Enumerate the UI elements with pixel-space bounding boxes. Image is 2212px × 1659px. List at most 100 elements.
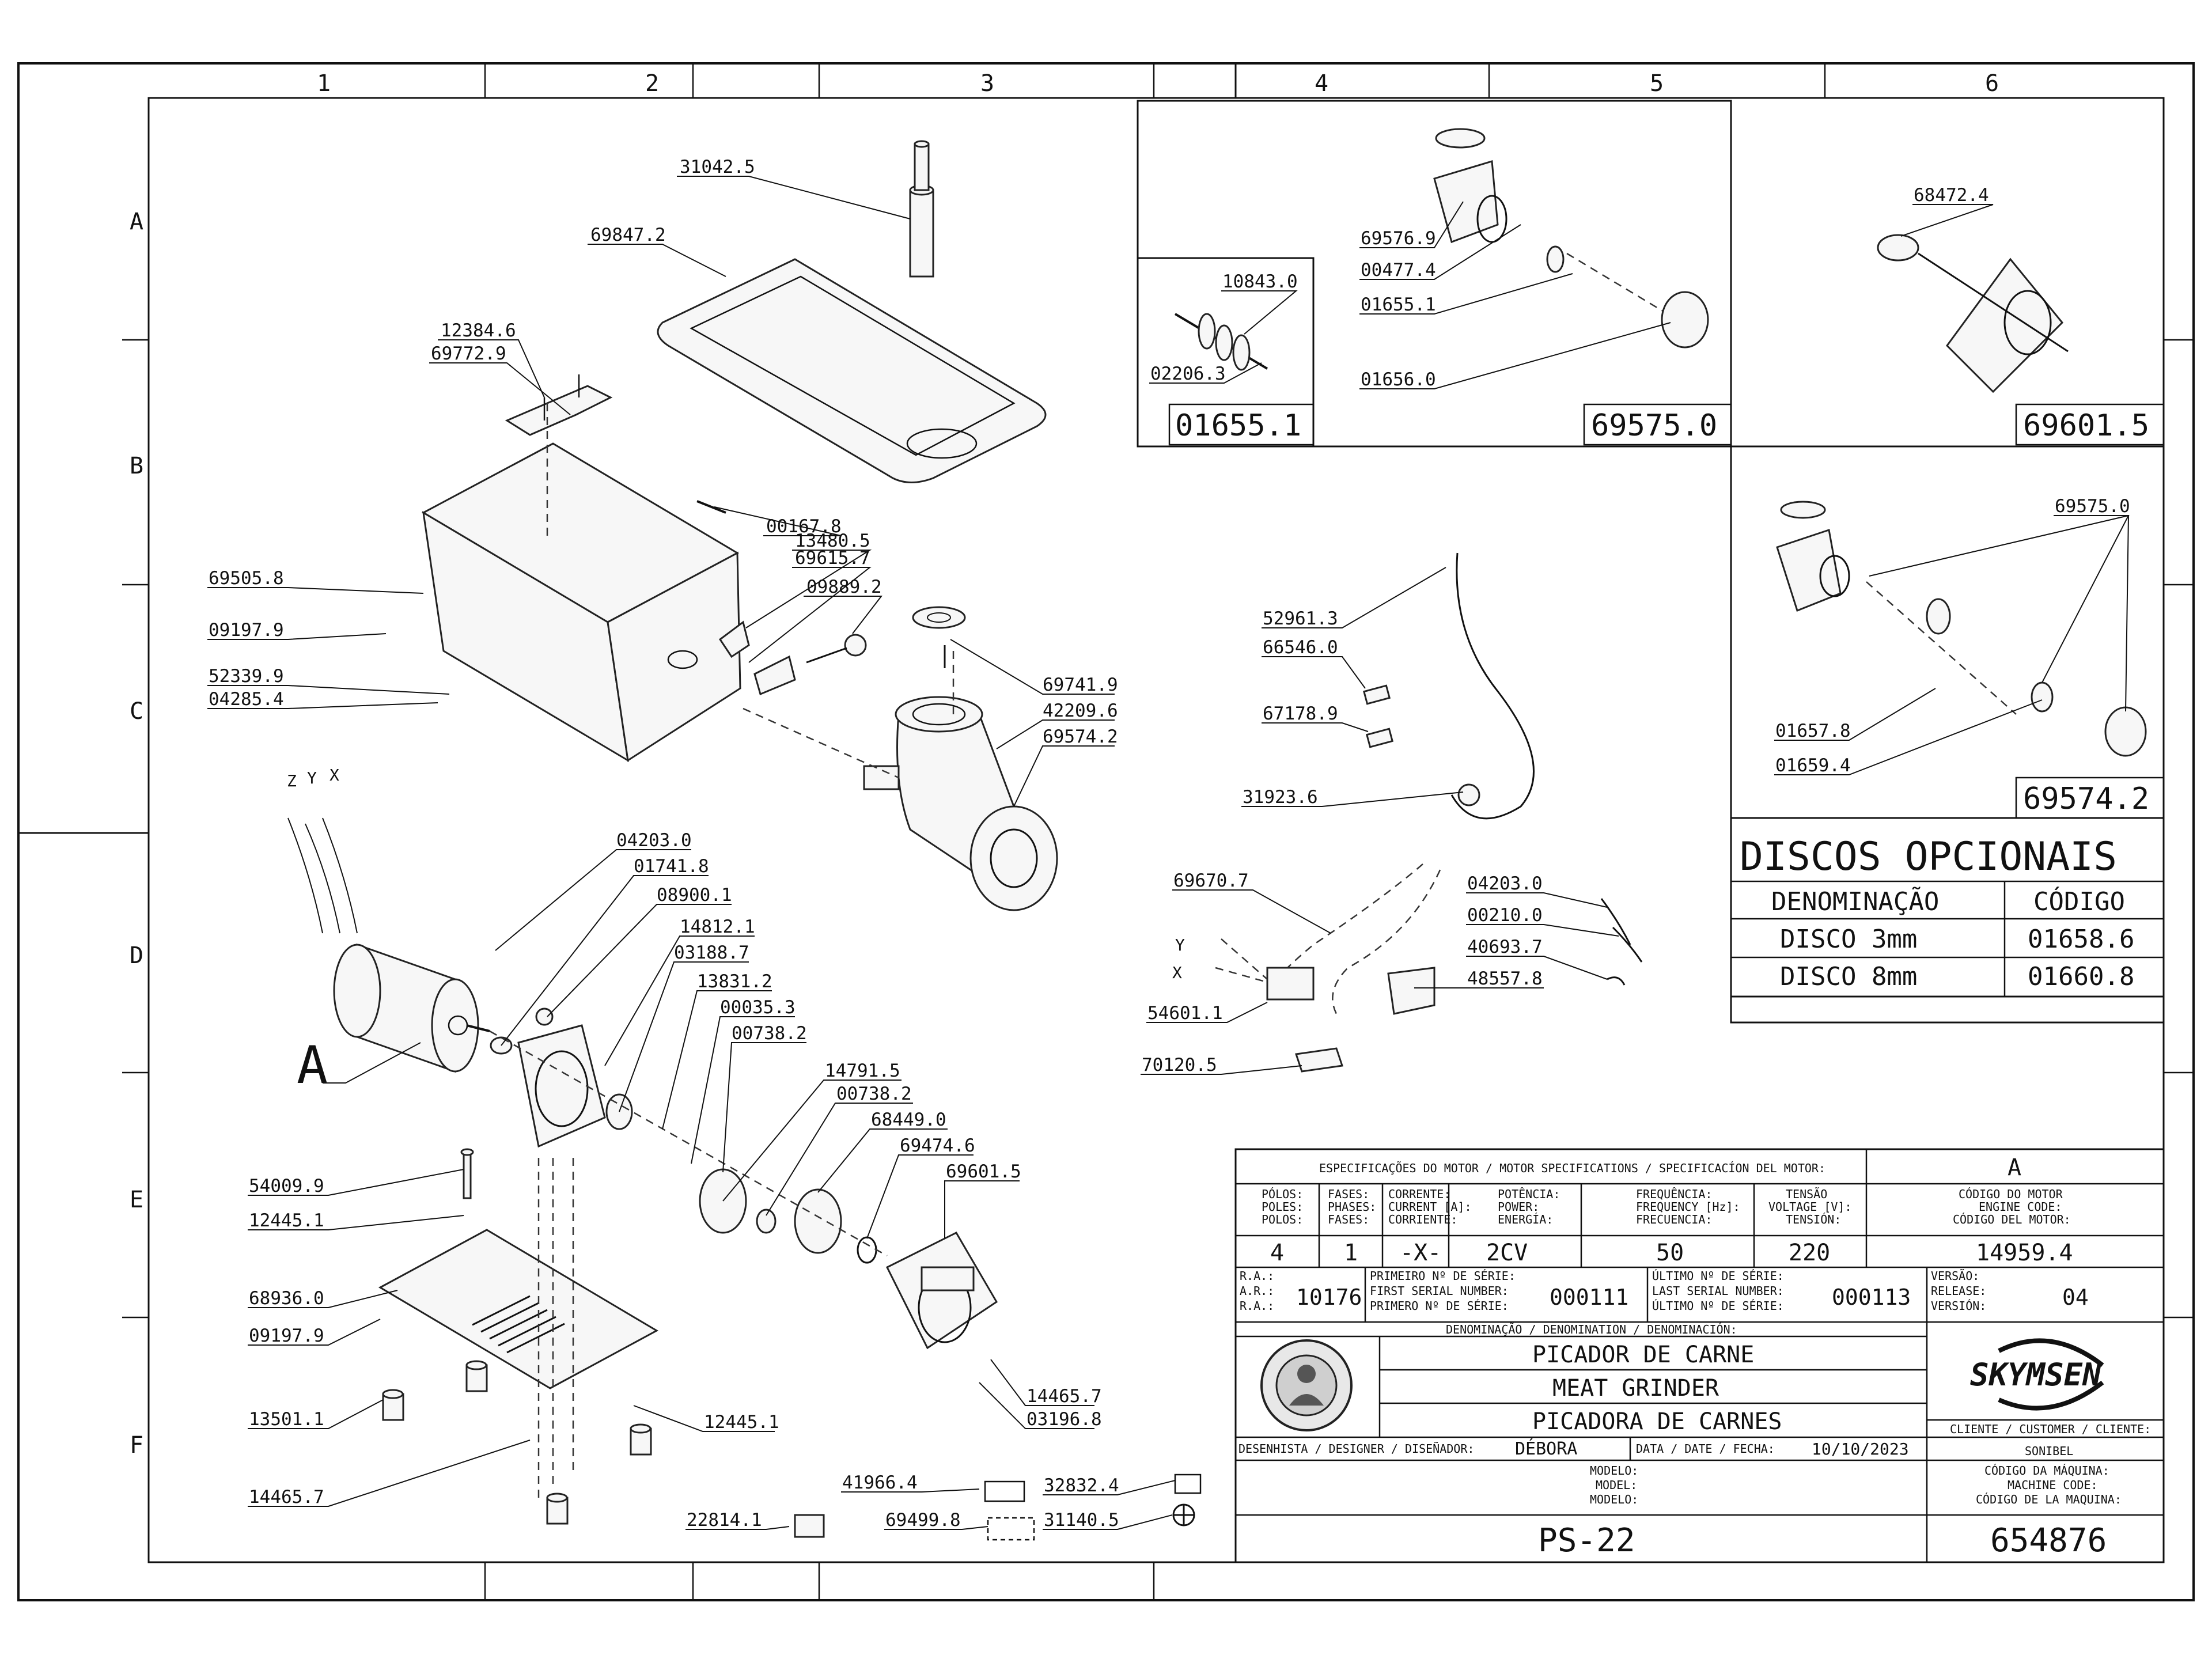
grid-row-f: F [130,1432,143,1459]
callout-label: 68449.0 [871,1109,946,1130]
last-serial: 000113 [1832,1285,1911,1310]
product-name-es: PICADORA DE CARNES [1532,1408,1782,1435]
grid-row-a: A [130,209,143,235]
last-serial-label: ÚLTIMO Nº DE SÉRIE: [1652,1269,1784,1283]
callout-label: 00167.8 [766,516,842,537]
ra-value: 10176 [1296,1285,1362,1310]
callout-label: 70120.5 [1142,1055,1217,1075]
discs-title: DISCOS OPCIONAIS [1740,834,2117,880]
spec-header: POWER: [1498,1200,1539,1214]
discs-col-code: CÓDIGO [2033,886,2125,916]
spec-title: ESPECIFICAÇÕES DO MOTOR / MOTOR SPECIFIC… [1319,1161,1825,1175]
switch-parts [718,620,867,696]
callout-label: 13501.1 [249,1409,324,1430]
callout-label: 00738.2 [836,1084,912,1104]
grid-row-e: E [130,1187,143,1213]
spec-header: CORRENTE: [1388,1187,1450,1201]
callout-label: 00738.2 [732,1023,807,1044]
callout-label: 09889.2 [806,577,882,597]
spec-header: FASES: [1328,1213,1369,1226]
service-seal-logo [1260,1339,1353,1431]
subassembly-code: 69574.2 [2023,782,2149,816]
callout-label: 69670.7 [1173,870,1249,891]
grid-col-5: 5 [1650,70,1664,97]
callout-label: 31042.5 [680,157,755,177]
callout-label: 69601.5 [946,1161,1021,1182]
first-serial-label: PRIMERO Nº DE SÉRIE: [1370,1299,1509,1313]
sheet-frame: 1 2 3 4 5 6 A B C D E F [17,62,2195,1601]
product-name-pt: PICADOR DE CARNE [1532,1342,1754,1368]
wire-label-y: Y [307,768,317,787]
machine-code-value: 654876 [1990,1522,2107,1559]
callout-label: 14791.5 [825,1060,900,1081]
callout-label: 69576.9 [1361,228,1436,249]
title-block: ESPECIFICAÇÕES DO MOTOR / MOTOR SPECIFIC… [1234,1148,2165,1563]
spec-value: 2CV [1486,1240,1528,1266]
serial-labels: R.A.: A.R.: R.A.: PRIMEIRO Nº DE SÉRIE: … [1240,1269,1986,1313]
spec-header: TENSÃO [1786,1187,1827,1201]
callout-label: 00035.3 [720,997,796,1018]
grid-col-6: 6 [1985,70,1999,97]
callout-label: 04203.0 [1467,873,1543,894]
spec-value: 4 [1270,1240,1284,1266]
gearbox-frame-part [490,1007,606,1148]
first-serial-label: FIRST SERIAL NUMBER: [1370,1284,1509,1298]
callout-label: 12445.1 [249,1210,324,1231]
callout-label: 69847.2 [590,225,666,245]
callout-label: 09197.9 [209,620,284,641]
model-label: MODELO: [1590,1464,1638,1478]
denomination-label: DENOMINAÇÃO / DENOMINATION / DENOMINACIÓ… [1446,1323,1737,1336]
spec-header: CÓDIGO DEL MOTOR: [1953,1213,2071,1226]
model-label: MODELO: [1590,1493,1638,1506]
disc-name: DISCO 3mm [1780,925,1917,954]
callout-label: 69499.8 [885,1510,961,1531]
callout-label: 31140.5 [1044,1510,1119,1531]
callout-label: 22814.1 [687,1510,762,1531]
machine-code-label: MACHINE CODE: [2008,1478,2098,1492]
wire-label-x2: X [1172,963,1182,982]
model-label: MODEL: [1596,1478,1637,1492]
grid-row-c: C [130,698,143,725]
disc-name: DISCO 8mm [1780,962,1917,991]
callout-label: 00477.4 [1361,260,1436,281]
callout-label: 67178.9 [1263,703,1338,724]
tray-part [657,258,1047,483]
callout-label: 00210.0 [1467,905,1543,926]
ra-label: R.A.: [1240,1269,1274,1283]
spec-header: VOLTAGE [V]: [1768,1200,1852,1214]
spec-code: A [2008,1154,2021,1181]
version-label: VERSÃO: [1931,1269,1979,1283]
callout-label: 68472.4 [1914,185,1989,206]
callout-label: 01741.8 [634,856,709,877]
grid-col-1: 1 [317,70,331,97]
spec-header: CÓDIGO DO MOTOR [1959,1187,2063,1201]
callout-label: 01655.1 [1361,294,1436,315]
subassembly-frames [1137,100,2165,1024]
callout-label: 69741.9 [1043,675,1118,695]
wire-label-y2: Y [1175,935,1185,955]
ra-label: R.A.: [1240,1299,1274,1313]
callout-label: 32832.4 [1044,1475,1119,1496]
wire-label-z: Z [287,771,297,790]
version-label: RELEASE: [1931,1284,1986,1298]
feet-parts [382,1360,652,1525]
spec-header: CURRENT [A]: [1388,1200,1472,1214]
callout-label: 48557.8 [1467,968,1543,989]
grid-row-b: B [130,453,143,479]
spec-header: FASES: [1328,1187,1369,1201]
client-value: SONIBEL [2025,1444,2073,1458]
callout-label: 03188.7 [674,942,749,963]
callout-label: 69505.8 [209,568,284,589]
callout-label: 69574.2 [1043,726,1118,747]
callout-label: 03196.8 [1027,1409,1102,1430]
callout-label: 54601.1 [1147,1003,1223,1024]
spec-header: CORRIENTE: [1388,1213,1457,1226]
callout-label: 14465.7 [249,1487,324,1508]
wire-labels: Z Y X Y X A [287,766,1185,1096]
spec-header: FREQUENCY [Hz]: [1636,1200,1740,1214]
callout-label: 42209.6 [1043,700,1118,721]
callout-label: 69615.7 [795,548,870,569]
brand-name: SKYMSEN [1970,1357,2102,1393]
version-value: 04 [2062,1285,2089,1310]
brand-logo: SKYMSEN [1970,1338,2104,1411]
